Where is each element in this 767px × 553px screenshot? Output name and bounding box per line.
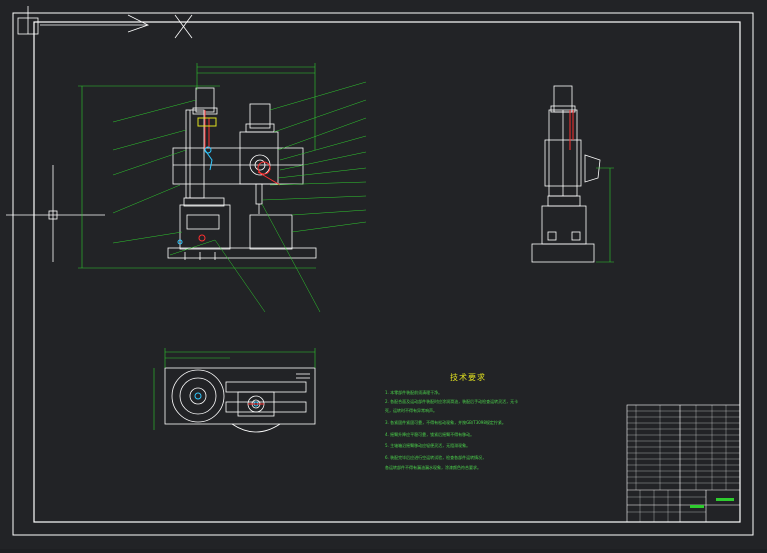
- front-view-leaders: [112, 81, 367, 313]
- top-view-accents: [194, 392, 264, 407]
- technical-notes-title: 技术要求: [450, 373, 486, 382]
- front-view-dimensions: [78, 63, 316, 269]
- technical-note-line: 6. 装配完毕后应进行空运转试验，检查各部件运转情况，: [385, 455, 487, 460]
- title-block-rows: [627, 405, 740, 522]
- technical-note-line: 死，运转时不得有异常响声。: [385, 408, 437, 413]
- top-view: [164, 367, 316, 433]
- title-block: [626, 404, 741, 523]
- side-view-accents: [569, 110, 574, 150]
- side-view: [531, 85, 601, 263]
- inner-frame: [33, 21, 741, 523]
- view-direction-arrow-icon: [40, 14, 150, 33]
- technical-note-line: 3. 各紧固件紧固可靠，不得有松动现象，并按GB/T3098规定拧紧。: [385, 420, 506, 425]
- outer-frame: [12, 12, 754, 536]
- technical-note-line: 5. 主轴箱沿摇臂移动应轻便灵活，无阻滞现象。: [385, 443, 471, 448]
- side-view-dimensions: [596, 167, 614, 263]
- technical-note-line: 各运转部件不得有漏油漏水现象，涂漆颜色符合要求。: [385, 465, 481, 470]
- title-block-highlight: [716, 498, 734, 501]
- technical-note-line: 1. 本零部件装配前须清理干净。: [385, 390, 443, 395]
- technical-note-line: 4. 摇臂升降应平稳可靠，锁紧后摇臂不得有移动。: [385, 432, 475, 437]
- section-cross-icon: [174, 14, 193, 39]
- front-view-accents: [177, 110, 281, 245]
- technical-note-line: 2. 各配合面及运动部件装配时应涂润滑油，装配后手动检查运转灵活，无卡: [385, 399, 519, 404]
- top-view-dimensions: [153, 348, 316, 430]
- front-view: [167, 87, 317, 260]
- crosshair-cursor-icon: [6, 165, 105, 262]
